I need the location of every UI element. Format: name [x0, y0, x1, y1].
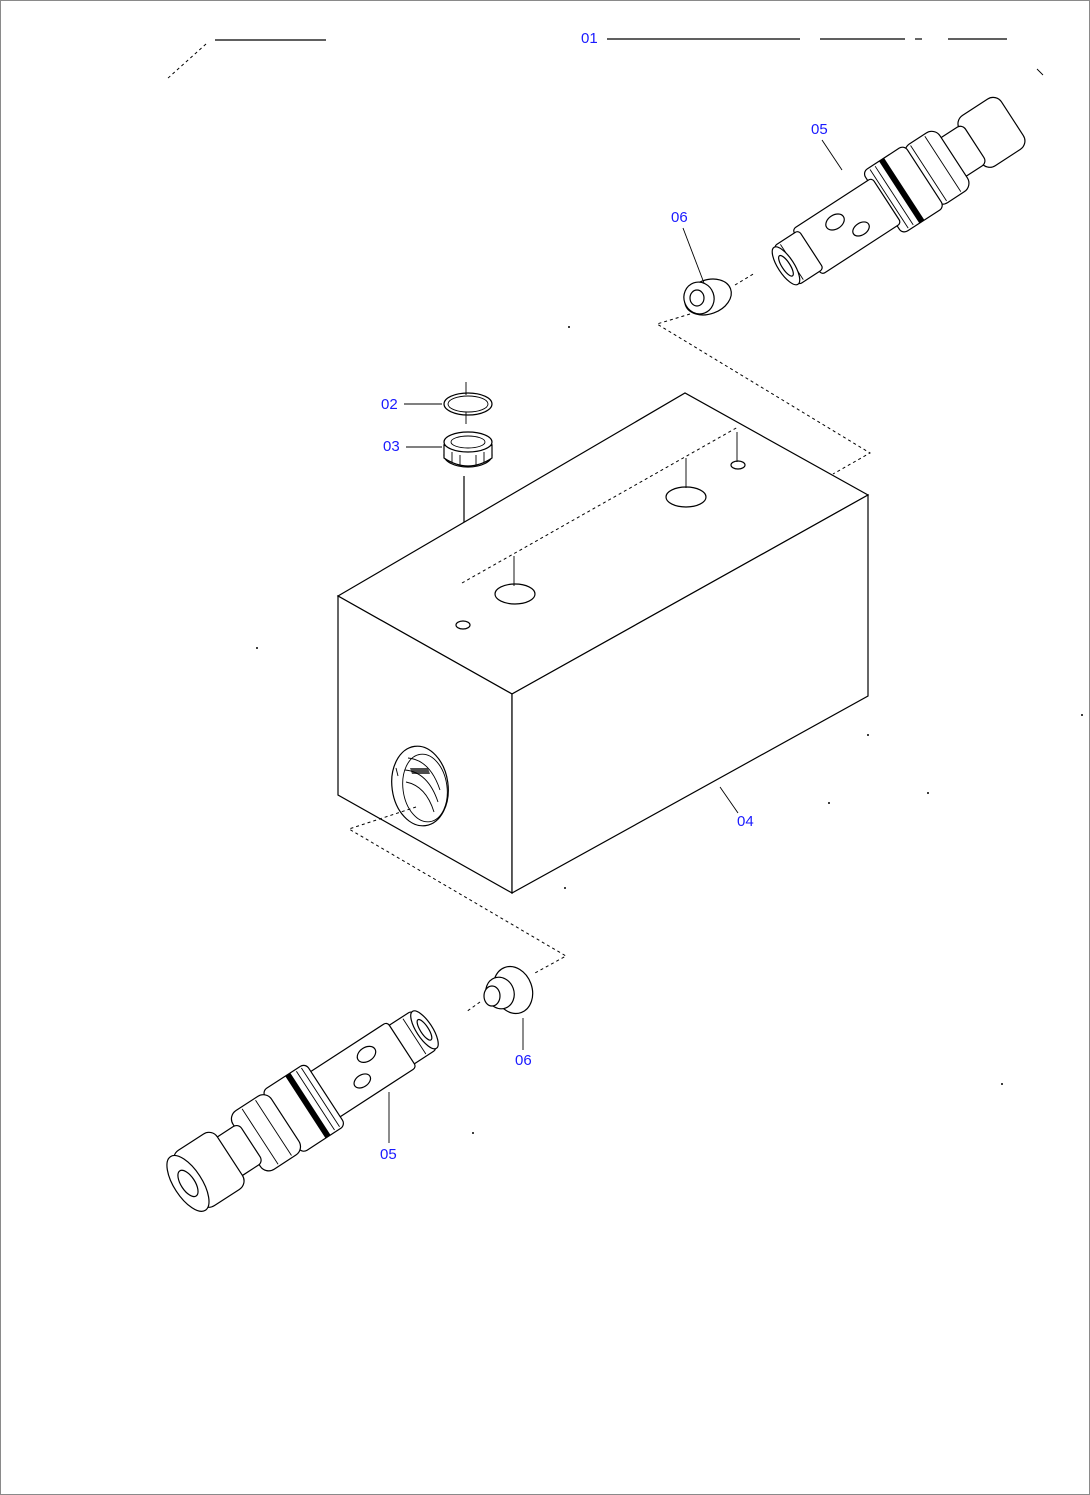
- callout-05-lower[interactable]: 05: [380, 1146, 397, 1163]
- valve-cartridge-lower: [166, 1010, 439, 1212]
- o-ring: [443, 382, 493, 424]
- plug: [443, 431, 493, 468]
- leader-05a: [821, 139, 843, 171]
- callout-02[interactable]: 02: [381, 396, 398, 413]
- valve-cartridge-upper: [771, 96, 1026, 286]
- callout-05-upper[interactable]: 05: [811, 121, 828, 138]
- leader-01: [607, 38, 1044, 76]
- callout-04[interactable]: 04: [737, 813, 754, 830]
- callout-03[interactable]: 03: [383, 438, 400, 455]
- callout-06-upper[interactable]: 06: [671, 209, 688, 226]
- seat-upper: [683, 272, 756, 316]
- callout-01[interactable]: 01: [581, 30, 598, 47]
- valve-block: [336, 392, 870, 895]
- leader-04: [719, 786, 739, 814]
- scan-specks: [256, 326, 1083, 1134]
- seat-lower: [465, 965, 534, 1015]
- assembly-path-upper: [655, 313, 871, 475]
- leader-06a: [682, 227, 705, 284]
- callout-06-lower[interactable]: 06: [515, 1052, 532, 1069]
- header-stub-left: [166, 39, 326, 80]
